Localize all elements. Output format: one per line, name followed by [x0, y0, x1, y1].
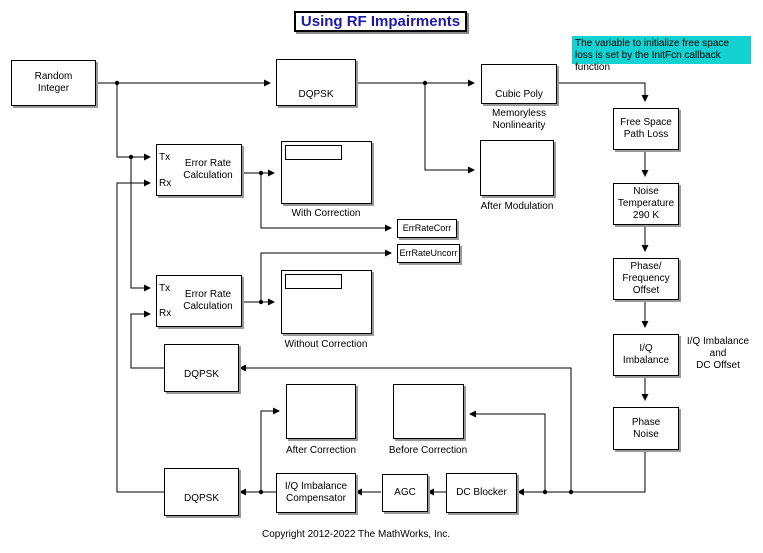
rx-port-1-label: Rx	[159, 178, 172, 189]
with-correction-readout	[285, 145, 342, 160]
agc-block[interactable]: AGC	[382, 474, 428, 512]
error-rate-2-label: Error Rate Calculation	[183, 289, 233, 312]
dc-blocker-label: DC Blocker	[456, 487, 507, 498]
without-correction-readout	[285, 274, 342, 289]
initfcn-note: The variable to initialize free space lo…	[572, 36, 751, 73]
after-correction-scope[interactable]	[286, 384, 356, 439]
copyright-text: Copyright 2012-2022 The MathWorks, Inc.	[262, 529, 451, 540]
memoryless-nonlinearity-block[interactable]: Cubic Poly	[481, 64, 557, 104]
dqpsk-modulator-block[interactable]: DQPSK	[276, 59, 356, 106]
with-correction-caption: With Correction	[291, 208, 361, 219]
phase-frequency-offset-block[interactable]: Phase/ Frequency Offset	[613, 258, 679, 300]
phase-frequency-label: Phase/ Frequency Offset	[622, 261, 670, 296]
dqpsk-demodulator-1-block[interactable]: DQPSK	[164, 344, 239, 392]
without-correction-caption: Without Correction	[284, 339, 368, 350]
phase-noise-label: Phase Noise	[631, 416, 661, 440]
random-integer-block[interactable]: Random Integer	[11, 60, 96, 106]
goto-err-rate-uncorr[interactable]: ErrRateUncorr	[397, 244, 460, 263]
memoryless-nonlinearity-caption: Memoryless Nonlinearity	[492, 108, 546, 131]
dc-blocker-block[interactable]: DC Blocker	[446, 473, 517, 513]
iq-imbalance-caption: I/Q Imbalance and DC Offset	[686, 336, 750, 371]
free-space-path-loss-block[interactable]: Free Space Path Loss	[613, 108, 679, 150]
error-rate-1-label: Error Rate Calculation	[183, 158, 233, 181]
dqpsk-demod-1-label: DQPSK	[183, 369, 219, 380]
diagram-title: Using RF Impairments	[294, 11, 467, 32]
agc-label: AGC	[394, 487, 416, 498]
dqpsk-modulator-label: DQPSK	[298, 89, 334, 100]
dqpsk-demod-2-label: DQPSK	[183, 493, 219, 504]
rx-port-2-label: Rx	[159, 308, 172, 319]
goto-err-rate-corr[interactable]: ErrRateCorr	[397, 219, 457, 238]
after-modulation-caption: After Modulation	[480, 201, 554, 212]
tx-port-2-label: Tx	[159, 283, 171, 294]
iq-imbalance-compensator-block[interactable]: I/Q Imbalance Compensator	[276, 473, 356, 513]
cubic-poly-label: Cubic Poly	[495, 89, 543, 100]
error-rate-calculation-2-block[interactable]: Error Rate Calculation	[156, 275, 242, 327]
noise-temperature-block[interactable]: Noise Temperature 290 K	[613, 183, 679, 225]
iq-imbalance-label: I/Q Imbalance	[622, 343, 670, 366]
after-correction-caption: After Correction	[285, 445, 357, 456]
random-integer-label: Random Integer	[34, 71, 73, 94]
tx-port-1-label: Tx	[159, 152, 171, 163]
before-correction-scope[interactable]	[393, 384, 464, 439]
iq-compensator-label: I/Q Imbalance Compensator	[284, 481, 348, 504]
iq-imbalance-block[interactable]: I/Q Imbalance	[613, 334, 679, 376]
before-correction-caption: Before Correction	[388, 445, 468, 456]
error-rate-calculation-1-block[interactable]: Error Rate Calculation	[156, 144, 242, 196]
phase-noise-block[interactable]: Phase Noise	[613, 407, 679, 450]
noise-temperature-label: Noise Temperature 290 K	[617, 186, 675, 221]
free-space-label: Free Space Path Loss	[620, 117, 672, 140]
after-modulation-scope[interactable]	[480, 140, 554, 196]
dqpsk-demodulator-2-block[interactable]: DQPSK	[164, 468, 239, 516]
